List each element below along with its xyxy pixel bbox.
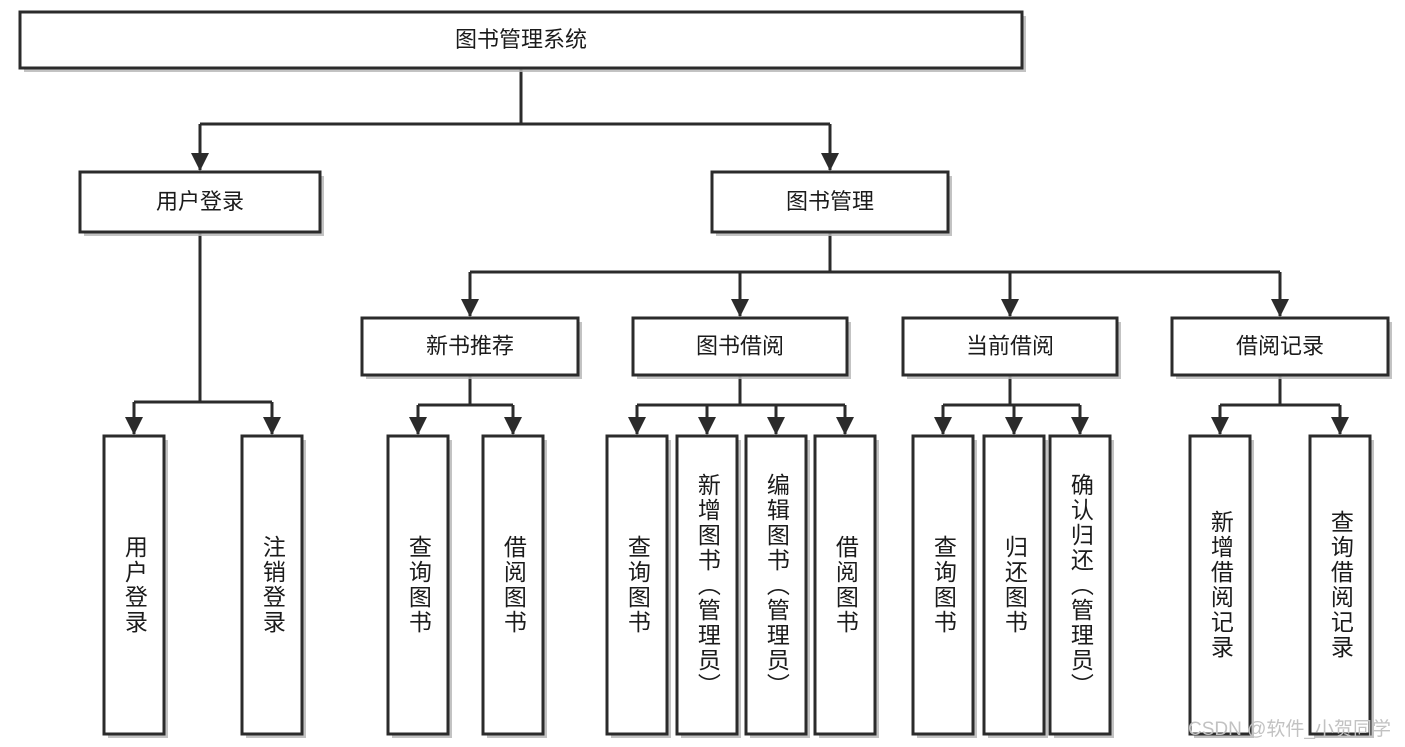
leaf-node-leaf-query-book-1[interactable] <box>386 434 450 736</box>
node-box <box>1188 434 1252 736</box>
node-box <box>901 316 1119 377</box>
arrow-head-icon <box>409 417 427 435</box>
node-box <box>911 434 975 736</box>
leaf-node-leaf-query-record[interactable] <box>1308 434 1372 736</box>
arrow-head-icon <box>1271 299 1289 317</box>
node-box <box>631 316 849 377</box>
arrow-head-icon <box>1001 299 1019 317</box>
arrow-head-icon <box>1005 417 1023 435</box>
arrow-head-icon <box>767 417 785 435</box>
node-label: 借阅记录 <box>1236 333 1324 358</box>
node-label: 新书推荐 <box>426 333 514 358</box>
arrow-head-icon <box>1071 417 1089 435</box>
node-box <box>982 434 1046 736</box>
node-box <box>102 434 166 736</box>
arrow-head-icon <box>461 299 479 317</box>
node-label: 当前借阅 <box>966 333 1054 358</box>
leaf-node-leaf-user-login[interactable] <box>102 434 166 736</box>
node-box <box>386 434 450 736</box>
node-box <box>78 170 322 234</box>
leaf-node-leaf-query-book-2[interactable] <box>605 434 669 736</box>
arrow-head-icon <box>698 417 716 435</box>
leaf-node-leaf-edit-book[interactable] <box>744 434 808 736</box>
level3-node-borrow-record[interactable]: 借阅记录 <box>1170 316 1390 377</box>
leaf-node-leaf-confirm-return[interactable] <box>1048 434 1112 736</box>
node-box <box>360 316 580 377</box>
node-box <box>18 10 1024 70</box>
node-box <box>1170 316 1390 377</box>
connectors-layer <box>125 68 1349 435</box>
level3-node-current-borrow[interactable]: 当前借阅 <box>901 316 1119 377</box>
arrow-head-icon <box>191 153 209 171</box>
arrow-head-icon <box>1211 417 1229 435</box>
level3-node-new-book-rec[interactable]: 新书推荐 <box>360 316 580 377</box>
arrow-head-icon <box>934 417 952 435</box>
node-box <box>675 434 739 736</box>
root-node-root[interactable]: 图书管理系统 <box>18 10 1024 70</box>
node-label: 图书借阅 <box>696 333 784 358</box>
arrow-head-icon <box>821 153 839 171</box>
leaf-node-leaf-borrow-book-1[interactable] <box>481 434 545 736</box>
leaf-node-leaf-borrow-book-2[interactable] <box>813 434 877 736</box>
leaf-node-leaf-query-book-3[interactable] <box>911 434 975 736</box>
arrow-head-icon <box>1331 417 1349 435</box>
node-label: 图书管理系统 <box>455 27 587 52</box>
node-box <box>1308 434 1372 736</box>
leaf-node-leaf-add-record[interactable] <box>1188 434 1252 736</box>
node-label: 用户登录 <box>156 189 244 214</box>
leaf-node-leaf-logout[interactable] <box>240 434 304 736</box>
arrow-head-icon <box>125 417 143 435</box>
node-box <box>605 434 669 736</box>
arrow-head-icon <box>836 417 854 435</box>
node-box <box>710 170 950 234</box>
node-box <box>813 434 877 736</box>
level2-node-user-login[interactable]: 用户登录 <box>78 170 322 234</box>
arrow-head-icon <box>263 417 281 435</box>
leaf-node-leaf-return-book[interactable] <box>982 434 1046 736</box>
level2-node-book-manage[interactable]: 图书管理 <box>710 170 950 234</box>
node-box <box>240 434 304 736</box>
arrow-head-icon <box>504 417 522 435</box>
level3-node-book-borrow[interactable]: 图书借阅 <box>631 316 849 377</box>
arrow-head-icon <box>731 299 749 317</box>
arrow-head-icon <box>628 417 646 435</box>
leaf-node-leaf-add-book[interactable] <box>675 434 739 736</box>
watermark-text: CSDN @软件_小贺同学 <box>1188 719 1391 740</box>
node-box <box>1048 434 1112 736</box>
node-box <box>481 434 545 736</box>
node-label: 图书管理 <box>786 189 874 214</box>
node-box <box>744 434 808 736</box>
